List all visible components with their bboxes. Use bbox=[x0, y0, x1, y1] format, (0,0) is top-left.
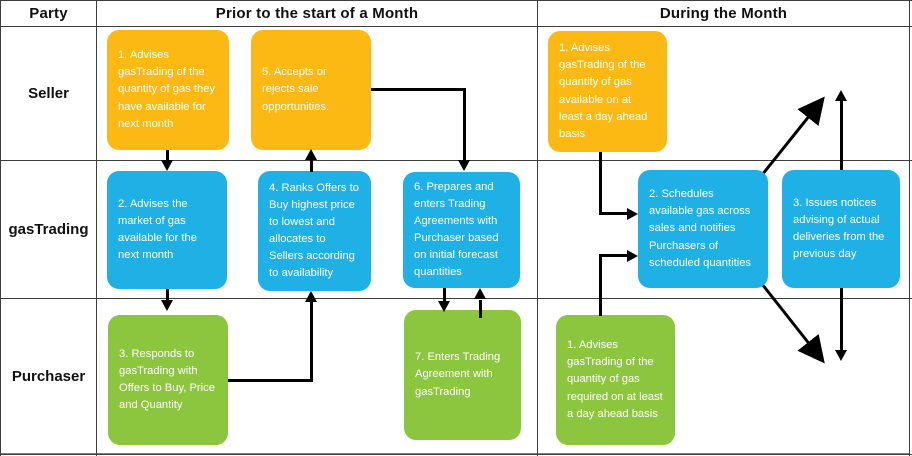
node-text: 2. Advises the market of gas available f… bbox=[118, 197, 197, 262]
row-label-purchaser: Purchaser bbox=[11, 368, 86, 385]
node-prior-gastrading-ranks-offers[interactable]: 4. Ranks Offers to Buy highest price to … bbox=[258, 171, 371, 291]
connector-pur7-to-gt6 bbox=[479, 300, 482, 318]
arrowhead-gt6-to-pur7 bbox=[438, 301, 450, 312]
arrowhead-dseller1-to-dgt2 bbox=[627, 208, 638, 220]
node-text: 1. Advises gasTrading of the quantity of… bbox=[559, 42, 648, 140]
arrowhead-seller1-to-gt2 bbox=[161, 160, 173, 171]
column-header-during: During the Month bbox=[659, 5, 788, 22]
connector-gt6-to-pur7 bbox=[443, 288, 446, 306]
row-label-gastrading: gasTrading bbox=[8, 221, 89, 238]
arrowhead-dgt3-to-seller bbox=[835, 90, 847, 101]
grid-line-top bbox=[0, 0, 912, 1]
connector-dpur1-to-dgt2-vertical bbox=[599, 254, 602, 316]
connector-seller5-to-gt6-horizontal bbox=[371, 88, 466, 91]
node-prior-seller-accepts[interactable]: 5. Accepts or rejects sale opportunities… bbox=[251, 30, 371, 150]
grid-line-right bbox=[909, 0, 910, 456]
connector-dpur1-to-dgt2-horizontal bbox=[599, 254, 631, 257]
grid-line-seller-bottom bbox=[0, 160, 912, 161]
grid-line-bottom bbox=[0, 454, 912, 455]
node-text: 2. Schedules available gas across sales … bbox=[649, 188, 752, 269]
node-during-gastrading-schedules[interactable]: 2. Schedules available gas across sales … bbox=[638, 170, 768, 288]
connector-gt4-to-seller5-vertical bbox=[310, 160, 313, 172]
column-header-party: Party bbox=[29, 5, 68, 22]
node-text: 4. Ranks Offers to Buy highest price to … bbox=[269, 181, 359, 280]
connector-dseller1-to-dgt2-vertical bbox=[599, 152, 602, 213]
node-text: 3. Issues notices advising of actual del… bbox=[793, 196, 885, 261]
connector-gt2-to-pur3 bbox=[166, 289, 169, 305]
arrowhead-pur3-to-gt4 bbox=[305, 291, 317, 302]
arrowhead-seller5-to-gt6 bbox=[458, 160, 470, 171]
node-prior-purchaser-enters-agreement[interactable]: 7. Enters Trading Agreement with gasTrad… bbox=[404, 310, 521, 440]
arrowhead-gt4-to-seller5 bbox=[305, 149, 317, 160]
node-during-gastrading-issues-notices[interactable]: 3. Issues notices advising of actual del… bbox=[782, 170, 900, 288]
node-text: 5. Accepts or rejects sale opportunities… bbox=[262, 66, 330, 113]
connector-dseller1-to-dgt2-horizontal bbox=[599, 212, 631, 215]
grid-line-period-col bbox=[537, 0, 538, 456]
grid-line-left bbox=[0, 0, 1, 456]
grid-line-gastrading-bottom bbox=[0, 298, 912, 299]
node-prior-purchaser-responds[interactable]: 3. Responds to gasTrading with Offers to… bbox=[108, 315, 228, 445]
node-prior-gastrading-advises-market[interactable]: 2. Advises the market of gas available f… bbox=[107, 171, 227, 289]
arrowhead-dgt3-to-purchaser bbox=[835, 350, 847, 361]
connector-pur3-to-gt4-vertical bbox=[310, 302, 313, 380]
row-label-seller: Seller bbox=[28, 85, 69, 102]
connector-pur3-to-gt4-horizontal bbox=[228, 379, 313, 382]
node-text: 7. Enters Trading Agreement with gasTrad… bbox=[415, 351, 501, 398]
connector-seller5-to-gt6-vertical bbox=[463, 88, 466, 161]
arrowhead-dpur1-to-dgt2 bbox=[627, 250, 638, 262]
arrowhead-gt2-to-pur3 bbox=[161, 300, 173, 311]
node-text: 3. Responds to gasTrading with Offers to… bbox=[119, 347, 215, 412]
node-text: 6. Prepares and enters Trading Agreement… bbox=[414, 180, 499, 279]
connector-dgt3-to-purchaser bbox=[840, 288, 843, 354]
node-prior-gastrading-prepares-agreements[interactable]: 6. Prepares and enters Trading Agreement… bbox=[403, 172, 520, 288]
node-text: 1. Advises gasTrading of the quantity of… bbox=[118, 49, 216, 130]
node-during-seller-advises[interactable]: 1. Advises gasTrading of the quantity of… bbox=[548, 31, 667, 152]
connector-dgt3-to-seller bbox=[840, 100, 843, 170]
node-text: 1. Advises gasTrading of the quantity of… bbox=[567, 339, 663, 420]
grid-line-party-col bbox=[96, 0, 97, 456]
column-header-prior: Prior to the start of a Month bbox=[215, 5, 419, 22]
grid-line-header-bottom bbox=[0, 26, 912, 27]
connector-seller1-to-gt2 bbox=[166, 150, 169, 165]
arrowhead-pur7-to-gt6 bbox=[474, 288, 486, 299]
node-during-purchaser-advises[interactable]: 1. Advises gasTrading of the quantity of… bbox=[556, 315, 675, 445]
node-prior-seller-advises[interactable]: 1. Advises gasTrading of the quantity of… bbox=[107, 30, 229, 150]
